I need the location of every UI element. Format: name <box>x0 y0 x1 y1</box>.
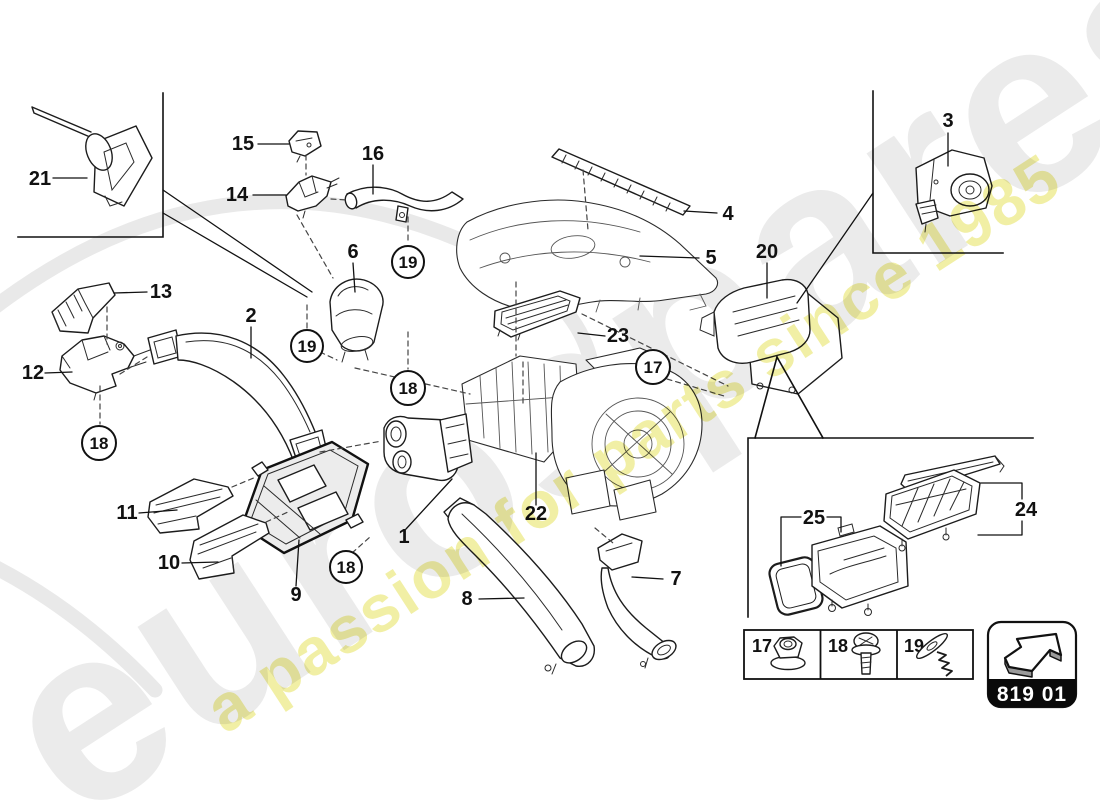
part-21-sensor-drawing <box>31 106 153 207</box>
callout-box-part-21 <box>17 92 313 298</box>
part-1-vent-distributor-drawing <box>383 413 473 482</box>
pan-head-screw-icon <box>851 632 881 675</box>
callout-box-part-3 <box>796 90 1004 304</box>
diagram-code-label[interactable]: 819 01 <box>997 683 1067 706</box>
arrow-icon <box>1003 632 1063 678</box>
svg-text:17: 17 <box>752 636 772 656</box>
circled-callout-18-middle[interactable]: 18 <box>390 370 426 406</box>
callout-2[interactable]: 2 <box>245 305 256 327</box>
svg-text:18[interactable]: 18 <box>399 379 418 398</box>
svg-text:18: 18 <box>828 636 848 656</box>
callout-22[interactable]: 22 <box>525 503 547 525</box>
circled-callout-17[interactable]: 17 <box>635 349 671 385</box>
callout-6[interactable]: 6 <box>347 241 358 263</box>
part-14-bracket-drawing <box>285 175 340 219</box>
part-4-vent-strip-drawing <box>551 148 691 216</box>
part-6-canopy-drawing <box>329 278 384 363</box>
part-10-pad-drawing <box>189 514 270 580</box>
part-24-filter-tray-drawing <box>883 455 1005 552</box>
legend-table: 17 18 19 <box>743 629 974 680</box>
callout-4[interactable]: 4 <box>722 203 734 225</box>
leader-lines <box>44 132 1023 600</box>
callout-10[interactable]: 10 <box>158 552 180 574</box>
callout-9[interactable]: 9 <box>290 584 301 606</box>
part-15-clip-drawing <box>288 130 322 163</box>
callout-3[interactable]: 3 <box>942 110 953 132</box>
svg-text:17[interactable]: 17 <box>644 358 663 377</box>
callout-12[interactable]: 12 <box>22 362 44 384</box>
part-12-bracket-drawing <box>59 335 151 401</box>
part-25-intake-housing-drawing <box>768 523 909 616</box>
callout-23[interactable]: 23 <box>607 325 629 347</box>
part-8-footwell-duct-drawing <box>443 497 595 675</box>
callout-11[interactable]: 11 <box>116 502 137 524</box>
legend-cell-19: 19 <box>904 632 953 677</box>
callout-13[interactable]: 13 <box>150 281 172 303</box>
circled-callout-18-lower[interactable]: 18 <box>329 550 363 584</box>
callout-8[interactable]: 8 <box>461 588 472 610</box>
circled-callout-19-left[interactable]: 19 <box>290 329 324 363</box>
callout-14[interactable]: 14 <box>226 184 249 206</box>
circled-callout-18-left[interactable]: 18 <box>81 425 117 461</box>
legend-cell-18: 18 <box>828 632 881 675</box>
part-9-support-frame-drawing <box>240 440 370 555</box>
callout-16[interactable]: 16 <box>362 143 384 165</box>
svg-text:18[interactable]: 18 <box>90 434 109 453</box>
part-11-pad-drawing <box>147 478 234 534</box>
part-13-grille-drawing <box>51 282 116 334</box>
callout-24[interactable]: 24 <box>1015 499 1038 521</box>
callout-7[interactable]: 7 <box>670 568 681 590</box>
flange-nut-icon <box>770 636 806 671</box>
inset-box-parts-24-25 <box>747 355 1034 618</box>
svg-text:19[interactable]: 19 <box>298 337 317 356</box>
callout-20[interactable]: 20 <box>756 241 778 263</box>
legend-cell-17: 17 <box>752 636 806 671</box>
part-16-duct-drawing <box>344 186 464 223</box>
callout-15[interactable]: 15 <box>232 133 254 155</box>
diagram-code-badge[interactable]: 819 01 <box>986 620 1078 709</box>
callout-21[interactable]: 21 <box>29 168 51 190</box>
spring-washer-screw-icon <box>916 632 953 677</box>
callout-1[interactable]: 1 <box>398 526 409 548</box>
svg-text:18[interactable]: 18 <box>337 558 356 577</box>
part-3-servo-motor-drawing <box>915 149 993 233</box>
callout-5[interactable]: 5 <box>705 247 716 269</box>
callout-25[interactable]: 25 <box>803 507 825 529</box>
circled-callout-19-upper[interactable]: 19 <box>391 245 425 279</box>
part-7-rear-duct-drawing <box>597 533 677 669</box>
part-20-housing-drawing <box>699 278 843 395</box>
part-23-seal-drawing <box>493 290 581 341</box>
svg-text:19[interactable]: 19 <box>399 253 418 272</box>
part-5-crossmember-drawing <box>456 199 719 313</box>
